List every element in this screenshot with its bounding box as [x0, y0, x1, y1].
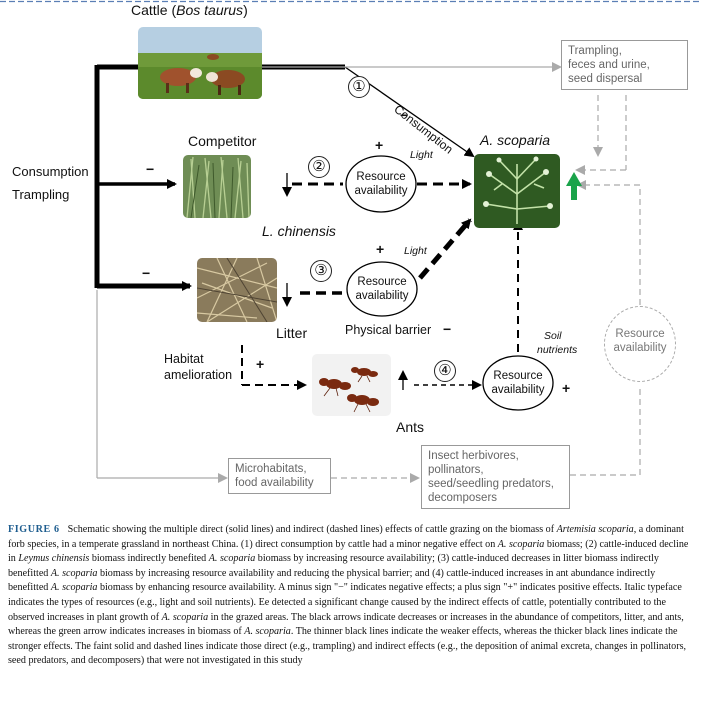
faint-lines	[96, 62, 641, 483]
nutrients-label: nutrients	[537, 344, 578, 356]
change-arrows	[282, 173, 408, 390]
path-number-1: ①	[348, 76, 370, 98]
cattle-title: Cattle (Bos taurus)	[131, 2, 248, 18]
path-number-2: ②	[308, 156, 330, 178]
a-scoparia-photo	[474, 154, 560, 228]
soil-label: Soil	[544, 330, 562, 342]
litter-label: Litter	[276, 325, 308, 341]
resource-node-3-shape	[482, 355, 554, 411]
trampling-excreta-box: Trampling, feces and urine, seed dispers…	[561, 40, 688, 90]
amelioration-label: amelioration	[164, 368, 233, 382]
green-increase-arrow	[566, 172, 582, 200]
plus-sign-resource-3: +	[562, 380, 571, 396]
light-label-1: Light	[410, 149, 433, 161]
competitor-grass-photo	[183, 155, 251, 218]
cattle-photo	[138, 27, 262, 99]
path-number-4: ④	[434, 360, 456, 382]
figure-label: FIGURE 6	[8, 524, 60, 535]
minus-sign-litter: −	[142, 265, 151, 281]
path-number-3: ③	[310, 260, 332, 282]
habitat-label: Habitat	[164, 352, 204, 366]
physical-barrier-label: Physical barrier	[345, 323, 432, 337]
resource-availability-faint-node: Resource availability	[604, 306, 676, 382]
insect-herbivores-box: Insect herbivores, pollinators, seed/see…	[421, 445, 570, 509]
plus-sign-habitat: +	[256, 356, 265, 372]
indirect-lines	[241, 179, 523, 390]
microhabitats-box: Microhabitats, food availability	[228, 458, 331, 494]
ants-photo	[312, 354, 391, 416]
l-chinensis-label: L. chinensis	[262, 223, 336, 239]
minus-sign-physical-barrier: −	[443, 321, 452, 337]
resource-node-2-shape	[346, 261, 418, 317]
plus-sign-resource-1: +	[375, 137, 384, 153]
minus-sign-competitor: −	[146, 161, 155, 177]
plus-sign-resource-2: +	[376, 241, 385, 257]
a-scoparia-label: A. scoparia	[480, 132, 551, 148]
ants-label: Ants	[396, 419, 425, 435]
light-label-2: Light	[404, 245, 427, 257]
consumption-left-label: Consumption	[12, 164, 89, 179]
trampling-left-label: Trampling	[12, 187, 70, 202]
minus-sign-consumption: −	[400, 107, 409, 123]
resource-node-1-shape	[345, 155, 417, 213]
competitor-label: Competitor	[188, 133, 257, 149]
diagram-connectors	[0, 0, 702, 483]
litter-photo	[197, 258, 277, 322]
